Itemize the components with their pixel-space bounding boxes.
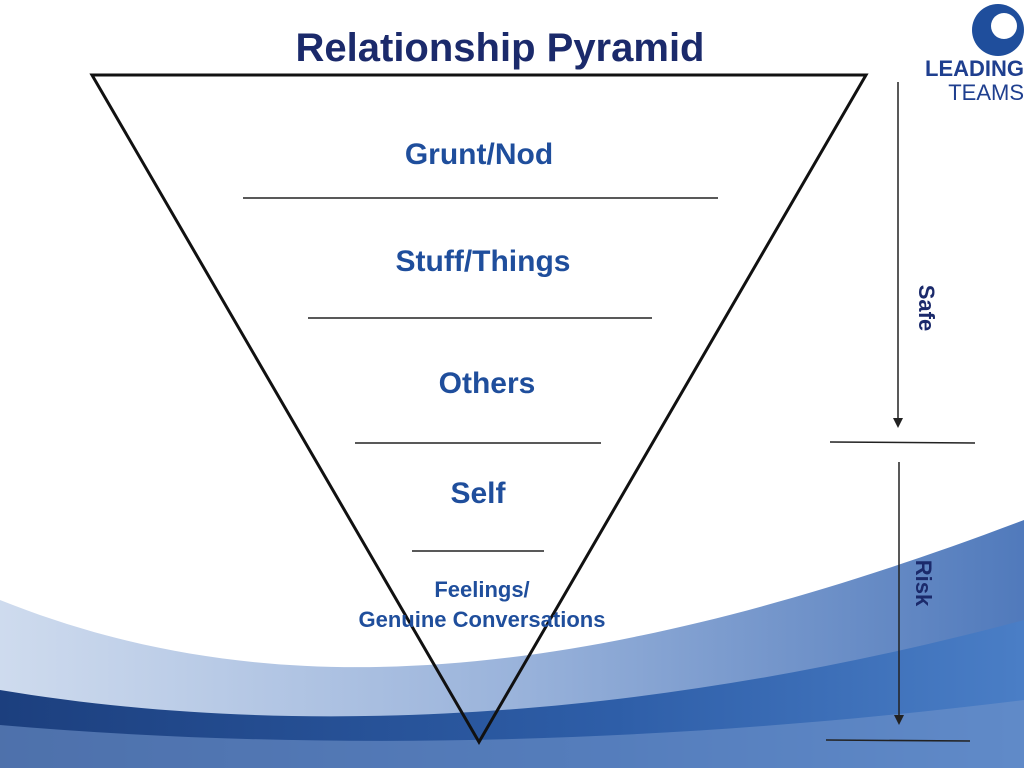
safe-boundary-line xyxy=(829,441,976,444)
risk-boundary-line xyxy=(825,739,971,742)
level-feelings-line2: Genuine Conversations xyxy=(358,607,606,632)
side-label-risk: Risk xyxy=(911,559,936,607)
side-label-safe: Safe xyxy=(914,284,939,332)
level-self: Self xyxy=(450,477,506,510)
logo-text-leading: LEADING xyxy=(925,56,1024,81)
slide-title: Relationship Pyramid xyxy=(295,26,705,70)
risk-arrow-head xyxy=(894,715,904,725)
safe-arrow-head xyxy=(893,418,903,428)
level-others: Others xyxy=(438,367,536,400)
leading-teams-logo-icon xyxy=(972,4,1024,56)
level-grunt-nod: Grunt/Nod xyxy=(404,138,554,171)
level-stuff-things: Stuff/Things xyxy=(395,245,571,278)
logo-text-teams: TEAMS xyxy=(948,80,1024,105)
inverted-triangle xyxy=(89,73,869,745)
level-feelings-line1: Feelings/ xyxy=(434,577,530,602)
